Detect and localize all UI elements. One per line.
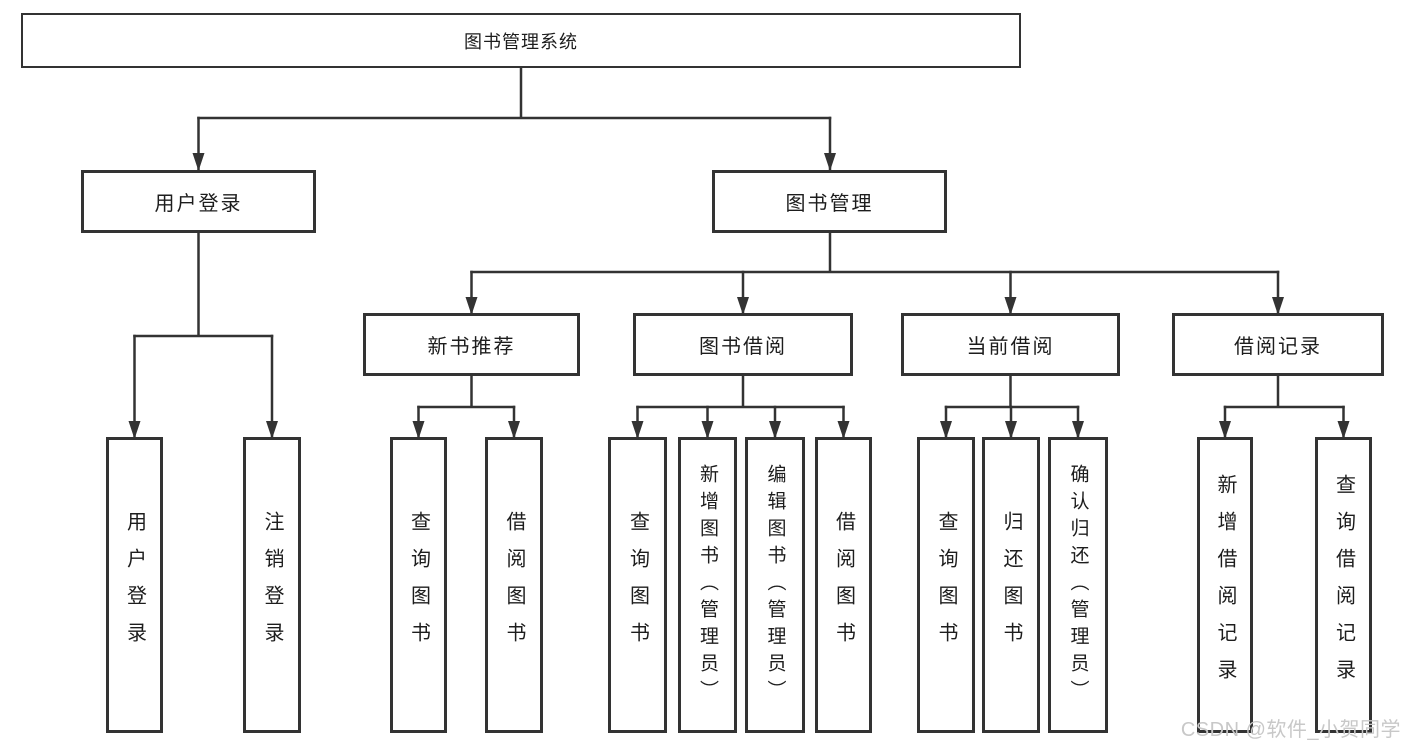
- node-new-book-recommendation: 新书推荐: [363, 313, 580, 376]
- leaf-current-confirm-return-admin: 确认归还（管理员）: [1048, 437, 1108, 733]
- node-current-borrowing: 当前借阅: [901, 313, 1120, 376]
- leaf-label: 借阅图书: [832, 511, 855, 659]
- node-label: 用户登录: [154, 193, 243, 215]
- node-label: 图书借阅: [699, 336, 787, 358]
- node-label: 图书管理系统: [464, 31, 578, 52]
- leaf-user-login: 用户登录: [106, 437, 163, 733]
- leaf-label: 借阅图书: [503, 511, 525, 659]
- leaf-label: 查询图书: [626, 511, 649, 659]
- leaf-label: 查询图书: [935, 511, 957, 659]
- leaf-records-query-record: 查询借阅记录: [1315, 437, 1372, 733]
- leaf-borrowing-borrow-books: 借阅图书: [815, 437, 872, 733]
- leaf-records-add-record: 新增借阅记录: [1197, 437, 1253, 733]
- leaf-label: 新增图书（管理员）: [697, 463, 718, 707]
- node-book-borrowing: 图书借阅: [633, 313, 853, 376]
- leaf-logout: 注销登录: [243, 437, 301, 733]
- leaf-borrowing-edit-books-admin: 编辑图书（管理员）: [745, 437, 805, 733]
- leaf-label: 查询图书: [407, 511, 430, 659]
- node-label: 图书管理: [785, 193, 874, 215]
- node-borrowing-records: 借阅记录: [1172, 313, 1384, 376]
- leaf-recommend-borrow-books: 借阅图书: [485, 437, 543, 733]
- leaf-label: 确认归还（管理员）: [1067, 463, 1089, 707]
- leaf-label: 新增借阅记录: [1214, 474, 1236, 696]
- node-library-management-system: 图书管理系统: [21, 13, 1021, 68]
- leaf-label: 编辑图书（管理员）: [764, 463, 786, 707]
- leaf-label: 用户登录: [123, 511, 146, 659]
- leaf-current-query-books: 查询图书: [917, 437, 975, 733]
- leaf-label: 归还图书: [1000, 511, 1022, 659]
- node-label: 新书推荐: [427, 336, 516, 358]
- leaf-recommend-query-books: 查询图书: [390, 437, 447, 733]
- leaf-label: 查询借阅记录: [1332, 474, 1355, 696]
- leaf-current-return-books: 归还图书: [982, 437, 1040, 733]
- node-label: 借阅记录: [1234, 336, 1322, 358]
- leaf-borrowing-query-books: 查询图书: [608, 437, 667, 733]
- node-book-management-branch: 图书管理: [712, 170, 947, 233]
- node-user-login-branch: 用户登录: [81, 170, 316, 233]
- csdn-watermark: CSDN @软件_小贺同学: [1180, 719, 1401, 741]
- leaf-borrowing-add-books-admin: 新增图书（管理员）: [678, 437, 737, 733]
- node-label: 当前借阅: [966, 336, 1055, 358]
- leaf-label: 注销登录: [261, 511, 283, 659]
